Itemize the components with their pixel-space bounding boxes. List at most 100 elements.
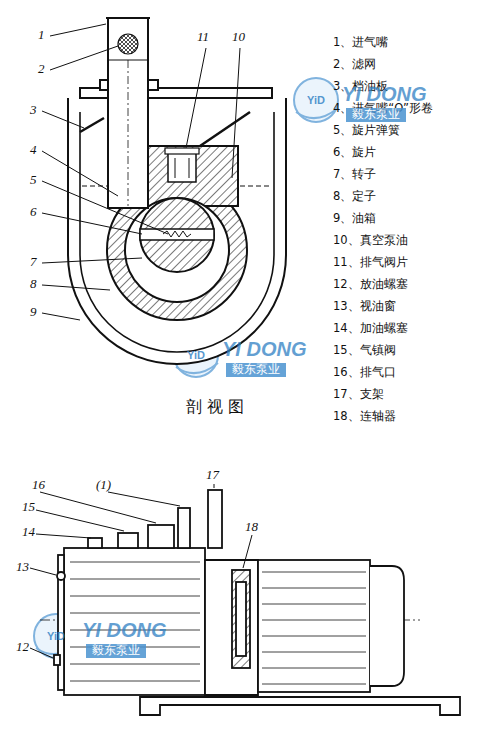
callout-number: 17: [206, 468, 219, 483]
leader-line: [186, 48, 206, 148]
leader-line: [42, 24, 240, 320]
section-view: [200, 112, 250, 146]
leader-line: [42, 258, 142, 263]
side-view: [236, 582, 246, 656]
part-legend-item: 9、油箱: [333, 212, 376, 225]
side-view: [232, 570, 250, 668]
leader-line: [50, 24, 106, 36]
part-legend-item: 15、气镇阀: [333, 344, 396, 357]
callout-number: 9: [30, 305, 37, 320]
section-view: [165, 148, 199, 154]
cooling-fins: [70, 579, 200, 580]
part-legend-item: 16、排气口: [333, 366, 396, 379]
callout-number: 3: [30, 103, 37, 118]
callout-number: 1: [38, 28, 45, 43]
section-view: [146, 146, 238, 206]
side-view: [258, 560, 370, 692]
part-legend-item: 12、放油螺塞: [333, 278, 408, 291]
leader-line: [42, 151, 118, 196]
side-view: [208, 490, 222, 548]
part-legend-item: 1、进气嘴: [333, 36, 388, 49]
cooling-fins: [70, 613, 200, 614]
cooling-fins: [70, 562, 366, 684]
callout-number: 15: [22, 500, 35, 515]
leader-line: [36, 534, 91, 538]
watermark-text: 毅东泵业: [86, 644, 146, 658]
part-legend-item: 5、旋片弹簧: [333, 124, 400, 137]
leader-line: [42, 213, 142, 234]
side-view: [57, 572, 65, 580]
section-view: [175, 158, 176, 178]
section-view: [118, 34, 138, 54]
part-legend-item: 7、转子: [333, 168, 376, 181]
callout-number: 5: [30, 173, 37, 188]
cooling-fins: [70, 664, 200, 665]
leader-line: [243, 535, 252, 568]
cooling-fins: [262, 588, 366, 589]
watermark-text: YI DONG: [222, 338, 306, 361]
callout-number: 8: [30, 277, 37, 292]
side-view: [118, 533, 138, 548]
side-view: [88, 538, 102, 548]
callout-number: 11: [197, 30, 209, 45]
watermark-logo: [296, 108, 338, 118]
leader-line: [30, 648, 53, 658]
watermark-text: YI DONG: [342, 83, 426, 106]
cooling-fins: [70, 596, 200, 597]
section-view: [125, 198, 229, 302]
leader-line: [30, 568, 56, 575]
section-view: [80, 118, 104, 132]
watermark-text: 毅东泵业: [226, 363, 286, 377]
watermark-logo: [294, 78, 338, 122]
part-legend-item: 6、旋片: [333, 146, 376, 159]
leader-line: [232, 48, 240, 178]
cooling-fins: [262, 572, 366, 573]
section-view: [140, 229, 214, 240]
side-view: [178, 508, 190, 548]
side-view: [148, 525, 174, 548]
callout-number: 12: [16, 640, 29, 655]
side-view: [140, 697, 460, 715]
section-view: [108, 18, 148, 208]
callout-number: 14: [22, 525, 35, 540]
watermark-logo-text: YiD: [307, 94, 325, 107]
leader-line: [42, 285, 110, 290]
callout-number: 18: [245, 520, 258, 535]
leader-line: [42, 313, 80, 320]
side-view: [58, 555, 64, 690]
leader-line: [214, 484, 215, 488]
cooling-fins: [70, 681, 200, 682]
callout-number: 2: [38, 62, 45, 77]
callout-number: 10: [232, 30, 245, 45]
watermark-logo-text: YiD: [47, 630, 65, 643]
callout-number: 13: [16, 560, 29, 575]
callout-number: 4: [30, 143, 37, 158]
leader-line: [108, 492, 180, 506]
part-legend-item: 18、连轴器: [333, 410, 396, 423]
cooling-fins: [262, 604, 366, 605]
cooling-fins: [70, 562, 200, 563]
watermark-text: YI DONG: [82, 619, 166, 642]
side-view: [370, 566, 404, 686]
part-legend-item: 14、加油螺塞: [333, 322, 408, 335]
callout-number: 6: [30, 205, 37, 220]
cooling-fins: [262, 684, 366, 685]
callout-number: 16: [32, 478, 45, 493]
watermark-logo-text: YiD: [187, 349, 205, 362]
cooling-fins: [262, 668, 366, 669]
watermark-text: 毅东泵业: [346, 108, 406, 122]
leader-line: [36, 510, 124, 531]
part-legend-item: 8、定子: [333, 190, 376, 203]
leader-line: [50, 46, 118, 70]
section-view: [128, 60, 129, 206]
cooling-fins: [262, 636, 366, 637]
section-view: [106, 17, 150, 19]
side-view: [54, 655, 60, 665]
part-legend-item: 10、真空泵油: [333, 234, 408, 247]
callout-number: (1): [96, 478, 111, 493]
view-caption: 剖视图: [186, 398, 249, 416]
part-legend-item: 2、滤网: [333, 58, 376, 71]
cooling-fins: [262, 652, 366, 653]
side-view: [205, 560, 258, 695]
